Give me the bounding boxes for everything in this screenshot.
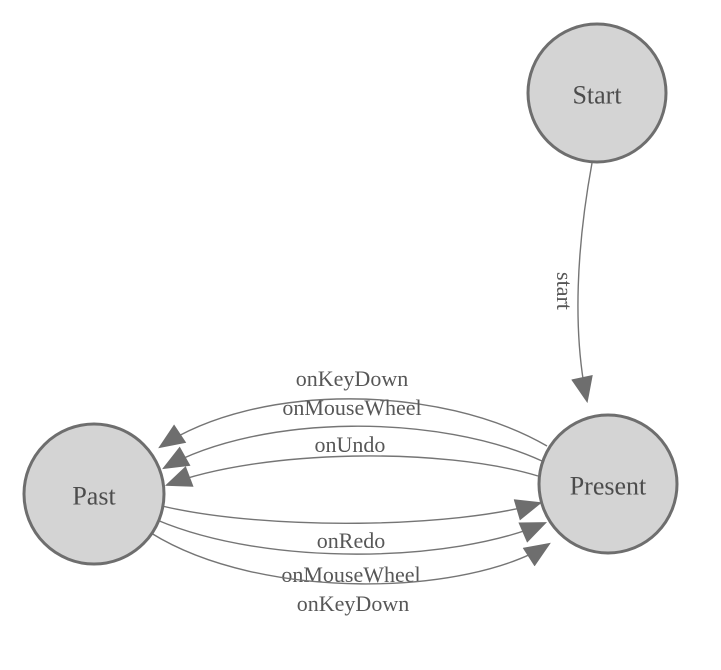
state-node-present-circle [537,413,679,555]
state-node-past-label: Past [72,482,116,511]
state-node-present-label: Present [570,472,647,501]
state-node-present: Present [537,413,679,555]
state-node-start-label: Start [572,81,622,110]
edge-onmousewheel-past-to-present [156,519,548,555]
edge-start-to-present [571,162,593,404]
edge-label-onmousewheel-top: onMouseWheel [282,395,421,420]
state-node-past-circle [22,422,166,566]
edge-onkeydown-past-to-present [150,532,551,585]
edge-onmousewheel-present-to-past [162,425,543,470]
state-node-past: Past [22,422,166,566]
edge-label-onkeydown-top: onKeyDown [296,366,408,391]
edge-onundo [164,455,539,487]
edge-label-start: start [552,272,577,310]
edge-label-onundo: onUndo [315,432,386,457]
edge-onkeydown-present-to-past [158,398,548,449]
edge-label-onkeydown-bottom: onKeyDown [297,591,409,616]
edge-onredo [161,499,543,524]
state-node-start: Start [526,22,668,164]
state-node-start-circle [526,22,668,164]
edge-label-onredo: onRedo [317,528,385,553]
